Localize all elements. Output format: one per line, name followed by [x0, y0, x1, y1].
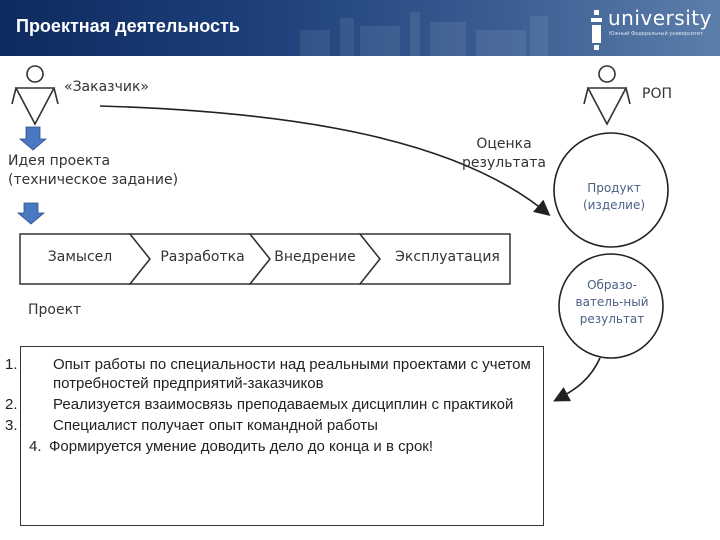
customer-person-icon — [11, 65, 59, 126]
product-circle — [553, 132, 669, 248]
project-label: Проект — [28, 302, 82, 318]
down-arrow-icon — [16, 202, 46, 225]
customer-label: «Заказчик» — [64, 79, 149, 95]
rop-label: РОП — [642, 86, 672, 102]
evaluation-label: Оценка результата — [462, 136, 546, 171]
benefits-list: 1.Опыт работы по специальности над реаль… — [5, 346, 544, 526]
city-skyline-background — [300, 12, 548, 56]
list-item: 3.Специалист получает опыт командной раб… — [5, 417, 378, 434]
stage-label-4: Эксплуатация — [395, 249, 500, 265]
edu-result-arrow — [553, 357, 601, 402]
list-item: 4.Формируется умение доводить дело до ко… — [29, 438, 434, 455]
edu-result-circle-label: Образо-ватель-ный результат — [575, 278, 649, 326]
page-title: Проектная деятельность — [16, 16, 240, 36]
university-logo: university Южный Федеральный университет — [588, 6, 716, 52]
stage-label-1: Замысел — [47, 249, 113, 265]
idea-label: Идея проекта (техническое задание) — [8, 153, 179, 188]
stage-chevrons — [19, 233, 511, 285]
evaluation-curve-arrow — [99, 105, 551, 217]
logo-subtitle: Южный Федеральный университет — [609, 31, 703, 37]
stage-chevron-4 — [358, 233, 511, 285]
university-emblem-icon — [591, 10, 602, 50]
header-banner: Проектная деятельность university Южный … — [0, 0, 720, 56]
product-circle-label: Продукт (изделие) — [582, 181, 646, 212]
logo-wordmark: university — [608, 6, 712, 30]
down-arrow-icon — [18, 126, 48, 151]
list-item: 2.Реализуется взаимосвязь преподаваемых … — [5, 396, 514, 413]
rop-person-icon — [583, 65, 631, 126]
stage-label-3: Внедрение — [274, 249, 356, 265]
edu-result-circle — [558, 253, 664, 359]
stage-label-2: Разработка — [160, 249, 245, 265]
list-item: 1.Опыт работы по специальности над реаль… — [5, 356, 531, 392]
